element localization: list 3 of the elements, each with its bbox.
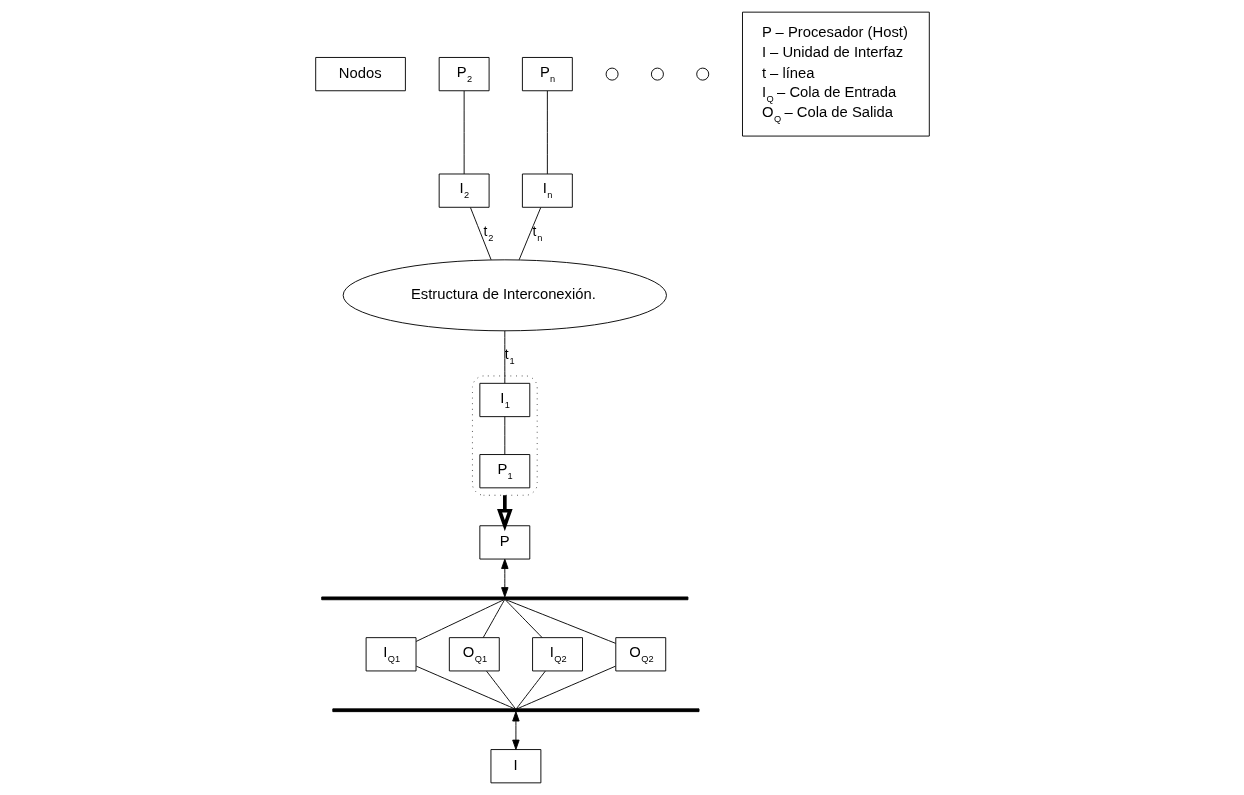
edge-label: t$_{1}$ [504, 346, 515, 367]
edge-label: t$_{2}$ [483, 222, 493, 243]
edge-label: t$_{n}$ [532, 222, 542, 243]
